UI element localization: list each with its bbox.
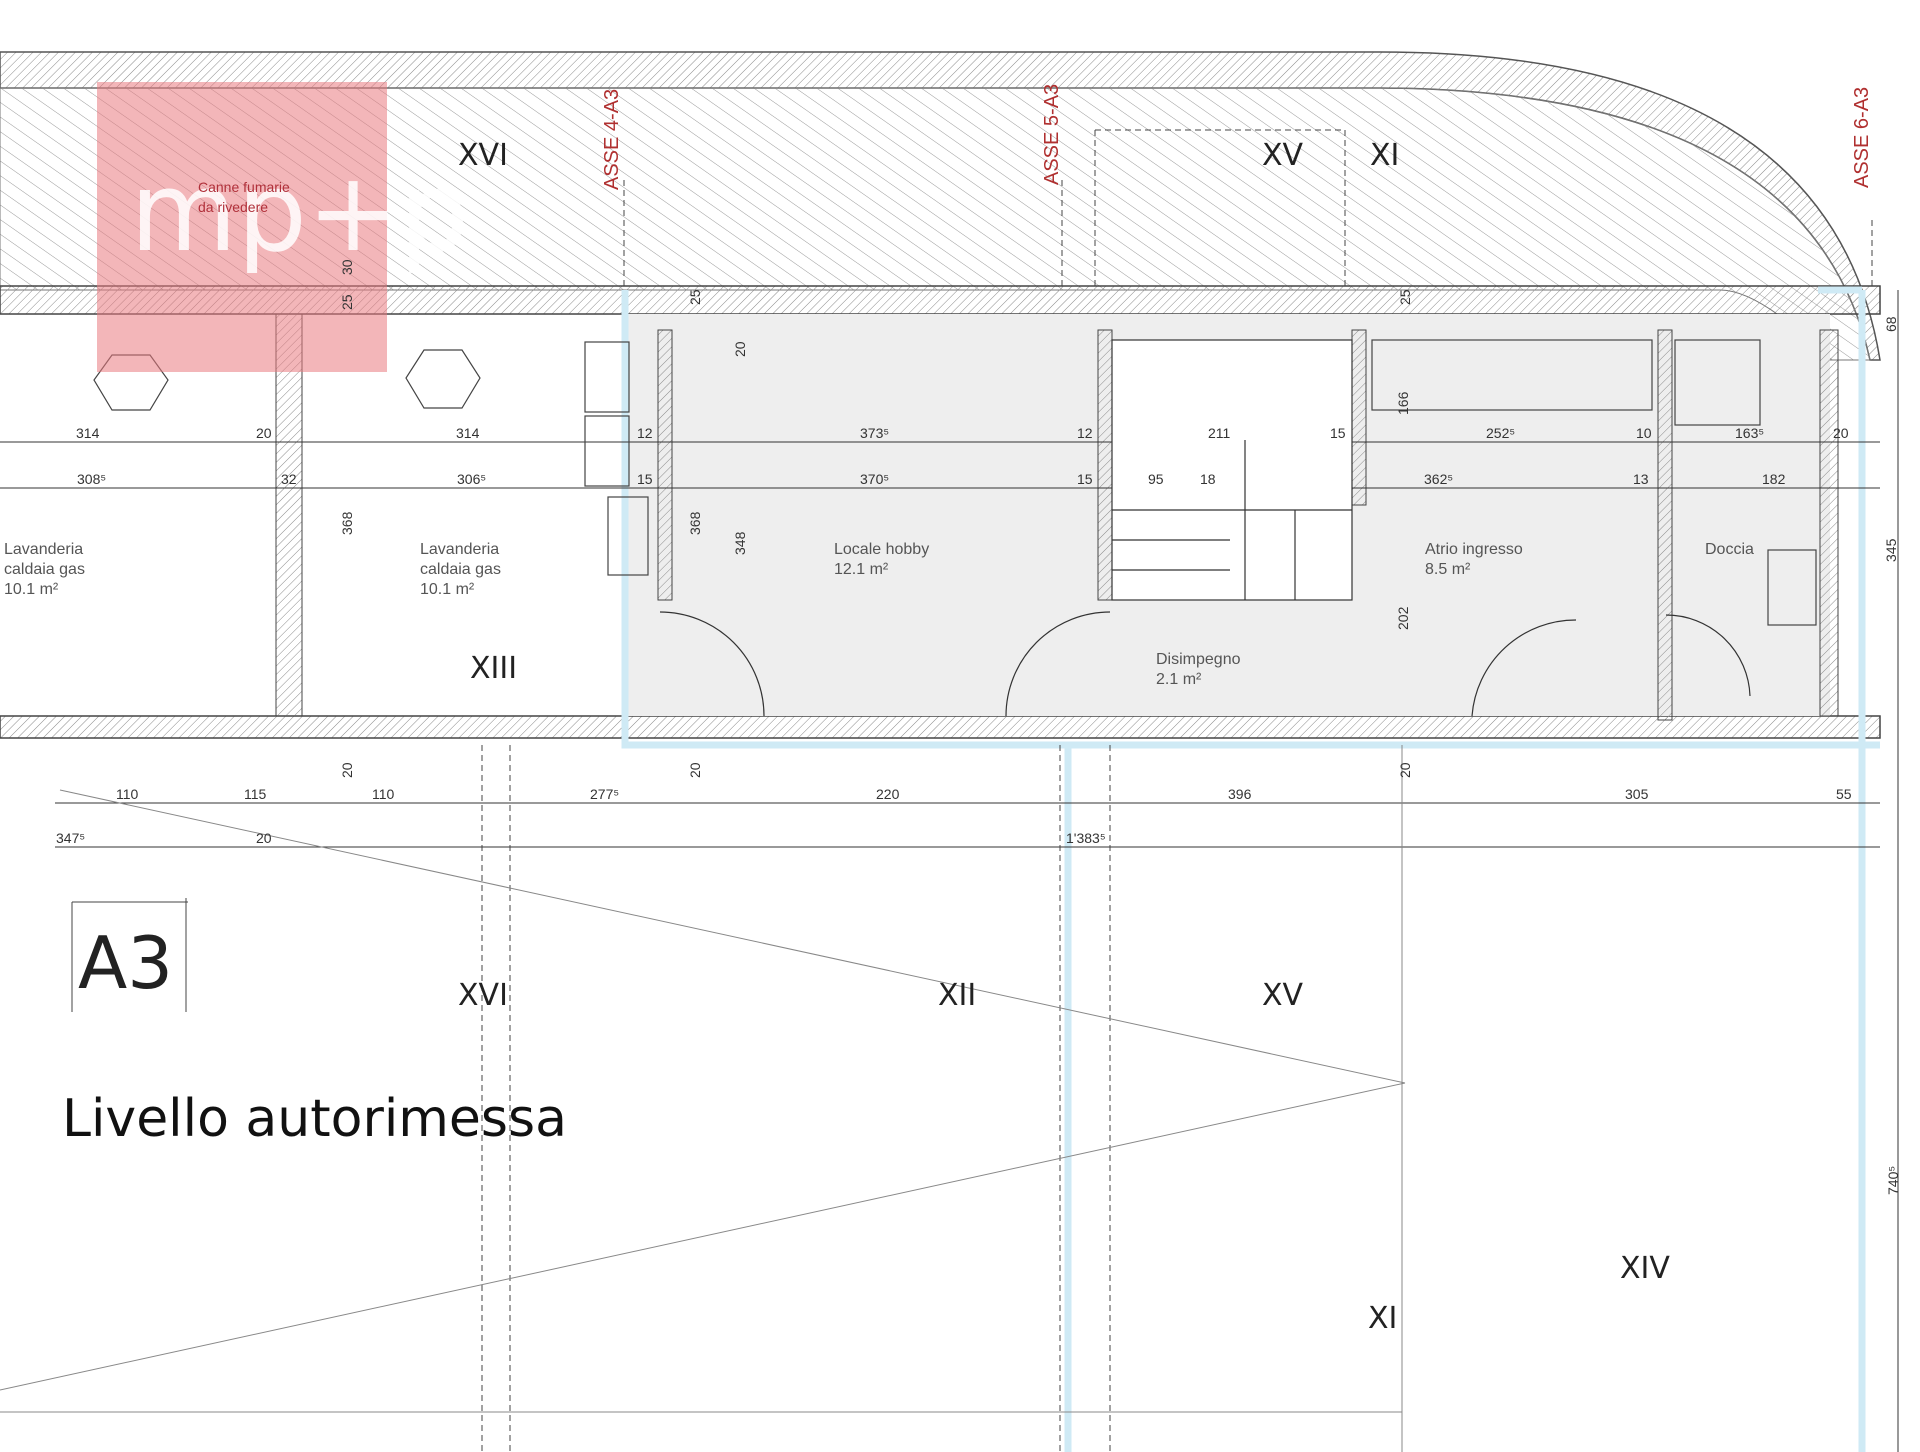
dim-label: 20 bbox=[339, 762, 355, 778]
dim-label: 1'383⁵ bbox=[1066, 830, 1106, 846]
logo-text: mp+p bbox=[130, 148, 469, 276]
room-name: Atrio ingresso bbox=[1425, 541, 1523, 558]
sheet-code-box: A3 bbox=[71, 898, 188, 1012]
dim-label: 347⁵ bbox=[56, 830, 85, 846]
dimensions-row-2: 308⁵ 32 306⁵ 15 370⁵ 15 95 18 362⁵ 13 18… bbox=[77, 471, 1786, 487]
roman-label: XV bbox=[1262, 138, 1304, 173]
room-name: caldaia gas bbox=[4, 561, 85, 578]
fixtures bbox=[93, 339, 1817, 626]
dim-label: 15 bbox=[637, 471, 653, 487]
dim-label: 20 bbox=[687, 762, 703, 778]
dim-label: 314 bbox=[76, 425, 100, 441]
section-lines bbox=[0, 745, 1406, 1452]
dim-label: 55 bbox=[1836, 786, 1852, 802]
dim-label: 25 bbox=[1397, 289, 1413, 305]
room-area: 8.5 m² bbox=[1425, 561, 1471, 578]
dim-label: 30 bbox=[339, 259, 355, 275]
dim-label: 362⁵ bbox=[1424, 471, 1453, 487]
dim-label: 110 bbox=[116, 786, 139, 802]
dim-label: 348 bbox=[732, 531, 748, 555]
roman-label: XI bbox=[1368, 1301, 1397, 1336]
room-name: caldaia gas bbox=[420, 561, 501, 578]
dim-label: 95 bbox=[1148, 471, 1164, 487]
room-name: Doccia bbox=[1705, 541, 1754, 558]
dim-label: 182 bbox=[1762, 471, 1786, 487]
dim-label: 15 bbox=[1330, 425, 1346, 441]
dim-label: 211 bbox=[1208, 425, 1231, 441]
dim-label: 13 bbox=[1633, 471, 1649, 487]
dim-label: 25 bbox=[339, 294, 355, 310]
door-swings bbox=[659, 611, 1751, 717]
note-line-1: Canne fumarie bbox=[198, 179, 290, 195]
dimensions-vertical: 25 30 25 368 368 348 20 25 166 202 68 34… bbox=[339, 259, 1901, 1195]
staircase bbox=[1111, 339, 1353, 601]
roman-label: XV bbox=[1262, 978, 1304, 1013]
dim-label: 220 bbox=[876, 786, 900, 802]
room-area: 2.1 m² bbox=[1156, 671, 1202, 688]
note-line-2: da rivedere bbox=[198, 199, 268, 215]
dimensions-bottom: 110 115 110 277⁵ 220 396 305 55 347⁵ 20 … bbox=[56, 786, 1852, 846]
roman-label: XVI bbox=[458, 138, 508, 173]
dim-label: 32 bbox=[281, 471, 297, 487]
dim-label: 20 bbox=[256, 425, 272, 441]
roman-label: XVI bbox=[458, 978, 508, 1013]
room-area: 12.1 m² bbox=[834, 561, 889, 578]
dim-label: 25 bbox=[687, 289, 703, 305]
dim-label: 740⁵ bbox=[1885, 1166, 1901, 1195]
room-labels: Lavanderia caldaia gas 10.1 m² Lavanderi… bbox=[4, 541, 1754, 688]
room-name: Lavanderia bbox=[4, 541, 83, 558]
room-name: Disimpegno bbox=[1156, 651, 1241, 668]
dimension-lines bbox=[0, 290, 1899, 1452]
roman-label: XIV bbox=[1620, 1251, 1670, 1286]
dim-label: 373⁵ bbox=[860, 425, 889, 441]
room-area: 10.1 m² bbox=[420, 581, 475, 598]
dim-label: 308⁵ bbox=[77, 471, 106, 487]
roman-label: XII bbox=[938, 978, 976, 1013]
dim-label: 12 bbox=[637, 425, 653, 441]
dim-label: 12 bbox=[1077, 425, 1093, 441]
room-name: Lavanderia bbox=[420, 541, 499, 558]
grid-lines bbox=[481, 129, 1873, 1452]
dim-label: 68 bbox=[1883, 316, 1899, 332]
dim-label: 252⁵ bbox=[1486, 425, 1515, 441]
sheet-code: A3 bbox=[78, 921, 173, 1005]
roman-label: XIII bbox=[470, 651, 517, 686]
axis-label-6: ASSE 6-A3 bbox=[1851, 87, 1873, 188]
dim-label: 306⁵ bbox=[457, 471, 486, 487]
dim-label: 202 bbox=[1395, 606, 1411, 630]
dim-label: 370⁵ bbox=[860, 471, 889, 487]
dim-label: 18 bbox=[1200, 471, 1216, 487]
dim-label: 20 bbox=[256, 830, 272, 846]
dim-label: 110 bbox=[372, 786, 395, 802]
dim-label: 115 bbox=[244, 786, 267, 802]
dim-label: 305 bbox=[1625, 786, 1649, 802]
interior-walls bbox=[275, 313, 1839, 721]
dimensions-row-1: 314 20 314 12 373⁵ 12 211 15 252⁵ 10 163… bbox=[76, 425, 1849, 441]
dim-label: 396 bbox=[1228, 786, 1252, 802]
room-area: 10.1 m² bbox=[4, 581, 59, 598]
dim-label: 20 bbox=[732, 341, 748, 357]
dim-label: 368 bbox=[687, 511, 703, 535]
axis-label-5: ASSE 5-A3 bbox=[1041, 84, 1063, 185]
dim-label: 345 bbox=[1883, 538, 1899, 562]
dim-label: 166 bbox=[1395, 391, 1411, 415]
dim-label: 314 bbox=[456, 425, 480, 441]
room-name: Locale hobby bbox=[834, 541, 929, 558]
dim-label: 277⁵ bbox=[590, 786, 619, 802]
dim-label: 15 bbox=[1077, 471, 1093, 487]
dim-label: 163⁵ bbox=[1735, 425, 1764, 441]
axis-label-4: ASSE 4-A3 bbox=[601, 89, 623, 190]
dim-label: 20 bbox=[1833, 425, 1849, 441]
logo-box bbox=[97, 82, 387, 372]
dim-label: 10 bbox=[1636, 425, 1652, 441]
roman-label: XI bbox=[1370, 138, 1399, 173]
dim-label: 20 bbox=[1397, 762, 1413, 778]
dim-label: 368 bbox=[339, 511, 355, 535]
south-wall bbox=[0, 715, 1881, 739]
level-title: Livello autorimessa bbox=[62, 1089, 567, 1149]
